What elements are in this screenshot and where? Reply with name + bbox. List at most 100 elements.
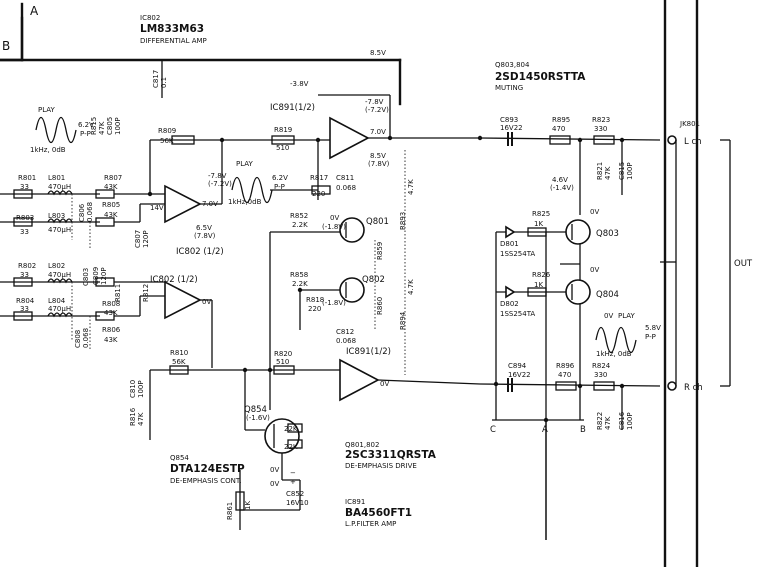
v1: -7.8V [208, 172, 227, 180]
r810 [169, 365, 189, 375]
drive-part: 2SC3311QRSTA [345, 449, 437, 461]
v15: 0V [330, 214, 339, 222]
r818-ref: R818 [306, 296, 324, 304]
r808-val: 43K [104, 309, 118, 317]
c810-val: 100P [137, 380, 145, 398]
muting-desc: MUTING [495, 84, 523, 92]
c852-ref: C852 [286, 490, 304, 498]
d801-val: 1SS254TA [500, 250, 535, 258]
r819-ref: R819 [274, 126, 292, 134]
v19: (-1.4V) [550, 184, 574, 192]
r804-ref: R804 [16, 297, 35, 305]
v17: (-1.8V) [322, 299, 346, 307]
muting-part: 2SD1450RSTTA [495, 71, 586, 83]
r815-ref: R815 [90, 117, 98, 135]
r821-val: 47K [604, 166, 612, 180]
c811-ref: C811 [336, 174, 354, 182]
node-a-label: A [542, 425, 548, 435]
c809-val: 120P [100, 267, 108, 285]
wave1-level: 6.2V [78, 121, 94, 129]
r858-val: 2.2K [292, 280, 308, 288]
r810-val: 56K [172, 358, 186, 366]
r826-ref: R826 [532, 271, 551, 279]
jack-jk801 [660, 135, 731, 391]
r809-ref: R809 [158, 127, 176, 135]
r824-val: 330 [594, 371, 607, 379]
node-c-label: C [490, 425, 496, 435]
c806-label: C806 [78, 203, 86, 222]
c806-val: 0.068 [86, 202, 94, 222]
jack-ref: JK801 [679, 120, 700, 128]
r807-val: 43K [104, 183, 118, 191]
v11: (7.8V) [368, 160, 390, 168]
play-waveform-3 [595, 326, 637, 354]
c816-val: 100P [626, 412, 634, 430]
q804-ref: Q804 [596, 290, 619, 300]
ic802-a-opamp [149, 135, 223, 224]
c815-ref: C815 [618, 162, 626, 180]
drive-ref: Q801,802 [345, 441, 379, 449]
node-b-label: B [580, 425, 586, 435]
wave2-level: 6.2V [272, 174, 288, 182]
c807-val: 120P [142, 230, 150, 248]
jack-right: R ch [684, 383, 703, 393]
play-waveform-1 [35, 116, 77, 144]
muting-ref: Q803,804 [495, 61, 530, 69]
ic802-b-opamp [150, 280, 245, 371]
q802-transistor [339, 277, 365, 303]
c817-val: 0.1 [160, 77, 168, 88]
v4: 6.5V [196, 224, 212, 232]
r826-val: 1K [534, 281, 543, 289]
q854-transistor [235, 370, 303, 530]
l803-ref: L803 [48, 212, 65, 220]
l801-val: 470μH [48, 183, 71, 191]
v24: 0V [270, 480, 279, 488]
ic802-desc: DIFFERENTIAL AMP [140, 37, 207, 45]
r823-val: 330 [594, 125, 607, 133]
r821-ref: R821 [596, 162, 604, 180]
v5: (7.8V) [194, 232, 216, 240]
d801-ref: D801 [500, 240, 519, 248]
q801-ref: Q801 [366, 217, 389, 227]
r895-val: 470 [552, 125, 565, 133]
wave3-level2: 5.8V [645, 324, 661, 332]
d802-val: 1SS254TA [500, 310, 535, 318]
r806-ref: R806 [102, 326, 121, 334]
v18: 4.6V [552, 176, 568, 184]
r860-ref: R860 [376, 297, 384, 315]
r810-ref: R810 [170, 349, 188, 357]
ic891-a-label: IC891(1/2) [270, 103, 315, 113]
v14: 0V [380, 380, 389, 388]
q854-desc: DE-EMPHASIS CONT. [170, 477, 242, 485]
l802-val: 470μH [48, 271, 71, 279]
r817-ref: R817 [310, 174, 328, 182]
wave3-unit: P-P [645, 333, 656, 341]
ic891-ref: IC891 [345, 498, 365, 506]
c807-label: C807 [134, 230, 142, 248]
muting-block [492, 219, 591, 540]
r896-ref: R896 [556, 362, 575, 370]
wave3-freq: 1kHz, 0dB [596, 350, 632, 358]
l804-val: 470μH [48, 305, 71, 313]
r809-val: 56K [160, 137, 174, 145]
v16: (-1.8V) [322, 223, 346, 231]
wave2-freq: 1kHz,0dB [228, 198, 262, 206]
ic802-b-label: IC802 (1/2) [150, 275, 198, 285]
r896-val: 470 [558, 371, 571, 379]
drive-desc: DE-EMPHASIS DRIVE [345, 462, 417, 470]
r811-ref: R811 [114, 284, 122, 302]
r804-val: 33 [20, 305, 29, 313]
v22: (-1.6V) [246, 414, 270, 422]
r816-ref: R816 [129, 407, 137, 426]
mid-r-path [245, 358, 481, 410]
c808-label: C808 [74, 330, 82, 348]
r803-ref: R803 [16, 214, 34, 222]
c809-label: C809 [92, 267, 100, 285]
output-l-path [479, 132, 661, 215]
c810-ref: C810 [129, 380, 137, 398]
r805-val: 43K [104, 211, 118, 219]
r894-ref: R894 [399, 311, 407, 330]
r825-ref: R825 [532, 210, 550, 218]
c812-val: 0.068 [336, 337, 356, 345]
